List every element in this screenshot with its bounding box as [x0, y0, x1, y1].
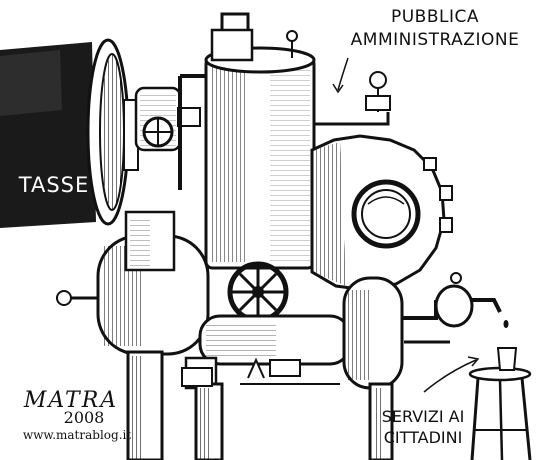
citizen-services-caption: SERVIZI AI CITTADINI	[381, 407, 465, 447]
signature-year: 2008	[63, 408, 105, 427]
machine-legs	[181, 357, 394, 460]
taxes-caption: TASSE	[18, 173, 90, 197]
left-tank	[56, 210, 210, 356]
main-handwheel	[227, 261, 289, 323]
stool-with-glass	[468, 347, 532, 460]
callout-arrows	[332, 57, 480, 393]
artist-signature: MATRA	[23, 388, 119, 413]
gear-chamber	[310, 71, 453, 292]
public-administration-caption: PUBBLICA AMMINISTRAZIONE	[350, 7, 520, 50]
left-valve-assembly	[134, 86, 201, 152]
tax-intake-pipe	[0, 38, 139, 228]
central-boiler	[178, 12, 316, 270]
output-tank	[342, 272, 509, 390]
artist-website: www.matrablog.it	[22, 428, 132, 442]
